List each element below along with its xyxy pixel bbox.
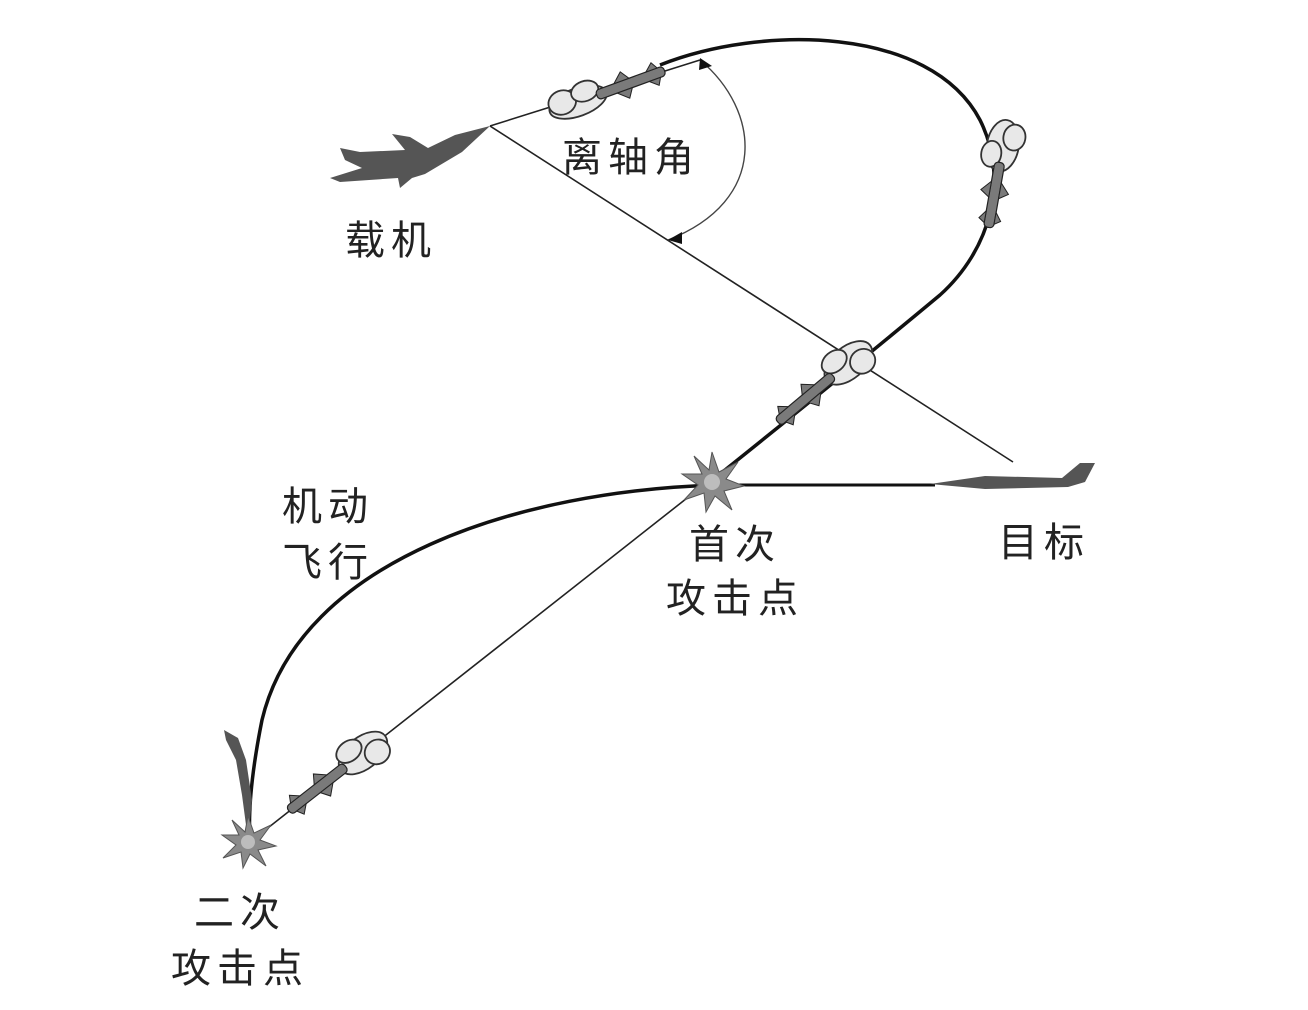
carrier-aircraft-icon bbox=[330, 126, 490, 188]
off-axis-angle-label: 离轴角 bbox=[562, 135, 700, 181]
smoke-cloud-icon bbox=[820, 340, 877, 386]
carrier-label: 载机 bbox=[345, 218, 437, 264]
maneuver-flight-label-2: 飞行 bbox=[282, 540, 374, 586]
missile-loop-trajectory bbox=[659, 37, 996, 484]
missile-diving-icon bbox=[775, 340, 877, 426]
arc-arrow-top bbox=[699, 58, 712, 70]
first-attack-burst-icon bbox=[680, 451, 746, 514]
smoke-cloud-icon bbox=[547, 79, 608, 120]
smoke-cloud-icon bbox=[335, 730, 391, 776]
missile-second-pass-icon bbox=[286, 730, 391, 815]
maneuver-flight-label-1: 机动 bbox=[282, 484, 374, 530]
missile-launch-icon bbox=[547, 62, 666, 120]
carrier-to-target-line bbox=[489, 125, 1014, 463]
off-axis-angle-arc bbox=[667, 59, 746, 241]
second-attack-label-1: 二次 bbox=[194, 890, 286, 936]
arc-arrow-bottom bbox=[668, 232, 682, 244]
smoke-cloud-icon bbox=[980, 119, 1027, 173]
first-attack-label-1: 首次 bbox=[689, 522, 781, 568]
missile-turning-icon bbox=[978, 119, 1027, 229]
maneuver-aircraft-icon bbox=[224, 730, 252, 840]
target-aircraft-icon bbox=[930, 463, 1095, 489]
second-attack-burst-icon bbox=[220, 814, 278, 870]
first-attack-label-2: 攻击点 bbox=[666, 576, 804, 622]
maneuver-flight-trajectory bbox=[247, 483, 721, 841]
second-attack-label-2: 攻击点 bbox=[171, 946, 309, 992]
target-label: 目标 bbox=[998, 520, 1090, 566]
